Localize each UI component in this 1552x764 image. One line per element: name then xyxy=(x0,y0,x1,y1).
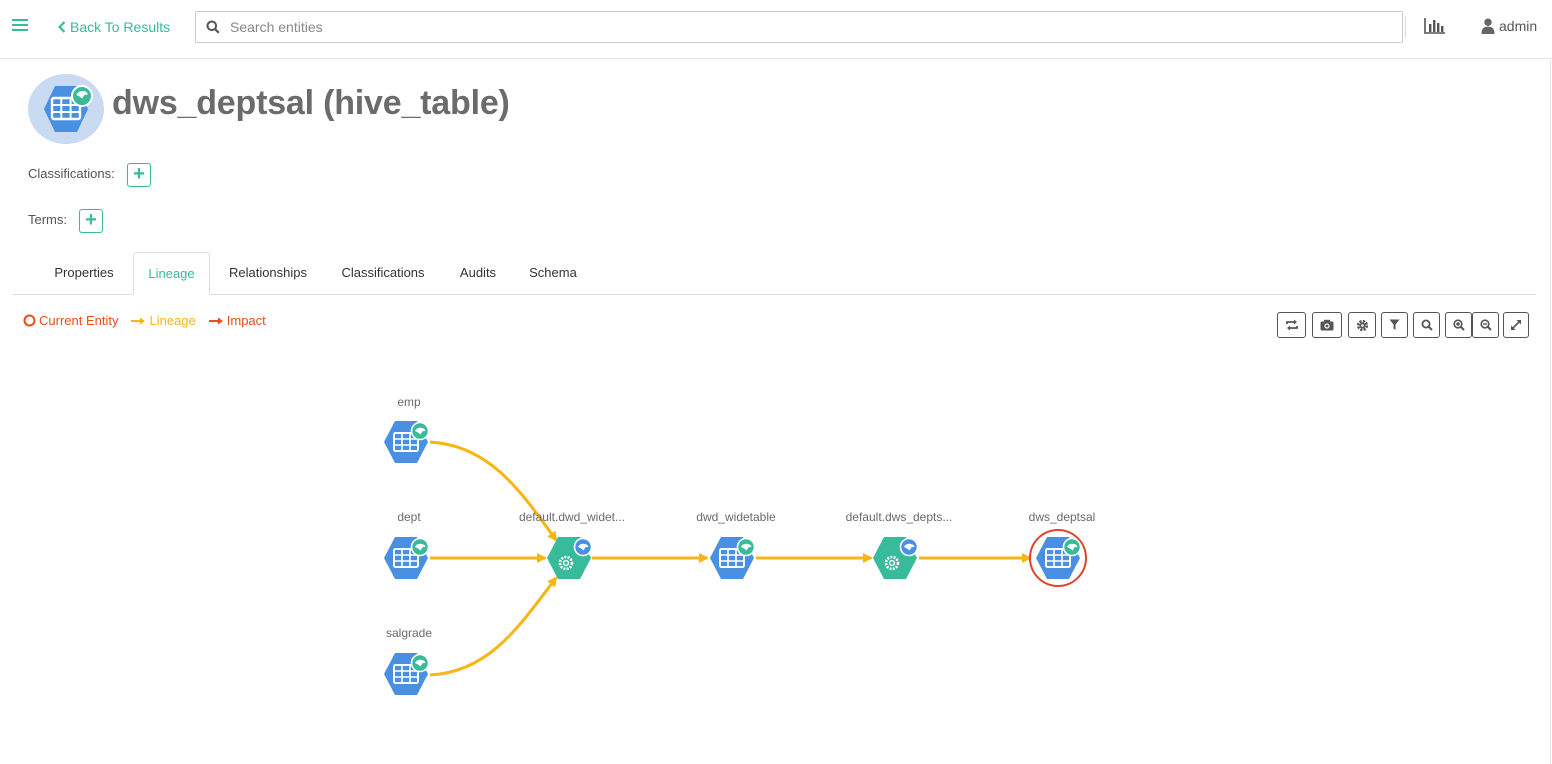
tab-schema[interactable]: Schema xyxy=(529,265,577,280)
hive-badge-icon xyxy=(410,421,430,441)
lineage-node-emp[interactable]: emp xyxy=(383,395,430,464)
search-input[interactable] xyxy=(228,18,1402,36)
lineage-node-dwd-widetable[interactable]: dwd_widetable xyxy=(696,510,776,580)
lineage-edge xyxy=(429,440,558,542)
hive-badge-icon xyxy=(736,537,756,557)
hive-badge-icon xyxy=(573,537,593,557)
refresh-icon xyxy=(1285,319,1298,331)
hive-badge-icon xyxy=(410,653,430,673)
hamburger-menu-icon[interactable] xyxy=(12,19,28,33)
arrow-right-icon xyxy=(131,317,146,324)
zoom-out-button[interactable] xyxy=(1472,312,1499,338)
legend-impact-label: Impact xyxy=(226,313,266,328)
tab-lineage[interactable]: Lineage xyxy=(133,252,210,295)
user-icon xyxy=(1481,18,1495,34)
tab-audits[interactable]: Audits xyxy=(459,265,497,280)
hive-table-icon xyxy=(44,85,93,132)
tab-classifications[interactable]: Classifications xyxy=(341,265,425,280)
zoom-in-button[interactable] xyxy=(1445,312,1472,338)
username: admin xyxy=(1499,18,1538,34)
entity-type-avatar xyxy=(28,74,104,144)
legend-impact: Impact xyxy=(208,313,266,328)
arrow-right-icon xyxy=(208,317,223,324)
lineage-edge xyxy=(429,576,558,677)
lineage-node-process-dws-deptsal[interactable]: default.dws_depts... xyxy=(846,510,953,581)
add-classification-button[interactable]: + xyxy=(127,163,151,187)
statistics-button[interactable] xyxy=(1424,17,1446,40)
zoom-in-icon xyxy=(1452,319,1465,331)
fullscreen-button[interactable] xyxy=(1503,312,1529,338)
search-icon xyxy=(1421,319,1433,331)
export-image-button[interactable] xyxy=(1312,312,1342,338)
lineage-node-salgrade[interactable]: salgrade xyxy=(383,626,432,696)
node-label: dws_deptsal xyxy=(1029,510,1096,524)
zoom-out-icon xyxy=(1479,319,1492,331)
back-to-results-label: Back To Results xyxy=(70,19,171,35)
page-title: dws_deptsal (hive_table) xyxy=(112,84,510,122)
hive-badge-icon xyxy=(899,537,919,557)
legend-current-entity: Current Entity xyxy=(23,313,118,328)
top-navbar: Back To Results admin xyxy=(0,0,1552,59)
filter-button[interactable] xyxy=(1381,312,1408,338)
node-label: dept xyxy=(397,510,421,524)
legend-lineage: Lineage xyxy=(131,313,196,328)
settings-button[interactable] xyxy=(1348,312,1376,338)
fullscreen-icon xyxy=(1510,319,1522,331)
classifications-label: Classifications: xyxy=(28,166,115,181)
node-label: salgrade xyxy=(386,626,432,640)
search-bar[interactable] xyxy=(195,11,1403,43)
circle-outline-icon xyxy=(23,314,36,327)
filter-icon xyxy=(1389,319,1400,330)
search-graph-button[interactable] xyxy=(1413,312,1440,338)
legend-lineage-label: Lineage xyxy=(149,313,196,328)
camera-icon xyxy=(1320,319,1334,331)
lineage-legend: Current Entity Lineage Impact xyxy=(23,313,279,328)
lineage-node-dws-deptsal-current[interactable]: dws_deptsal xyxy=(1029,510,1096,587)
node-label: default.dwd_widet... xyxy=(519,510,625,524)
hive-badge-icon xyxy=(410,537,430,557)
refresh-button[interactable] xyxy=(1277,312,1306,338)
add-term-button[interactable]: + xyxy=(79,209,103,233)
tab-relationships[interactable]: Relationships xyxy=(228,265,308,280)
entity-tabs: Properties Lineage Relationships Classif… xyxy=(13,252,1536,295)
node-label: dwd_widetable xyxy=(696,510,776,524)
terms-label: Terms: xyxy=(28,212,67,227)
tab-properties[interactable]: Properties xyxy=(54,265,114,280)
gear-icon xyxy=(1356,319,1368,331)
node-label: emp xyxy=(397,395,421,409)
lineage-node-dept[interactable]: dept xyxy=(383,510,430,580)
legend-current-label: Current Entity xyxy=(39,313,119,328)
node-label: default.dws_depts... xyxy=(846,510,953,524)
back-to-results-link[interactable]: Back To Results xyxy=(58,19,170,35)
chevron-left-icon xyxy=(58,21,66,33)
bar-chart-icon xyxy=(1424,18,1445,34)
hive-badge-icon xyxy=(1062,537,1082,557)
scrollbar-track xyxy=(1550,60,1551,764)
lineage-node-process-dwd-widetable[interactable]: default.dwd_widet... xyxy=(519,510,625,581)
search-icon xyxy=(206,20,220,34)
divider xyxy=(1405,16,1406,38)
user-menu[interactable]: admin xyxy=(1481,18,1537,34)
